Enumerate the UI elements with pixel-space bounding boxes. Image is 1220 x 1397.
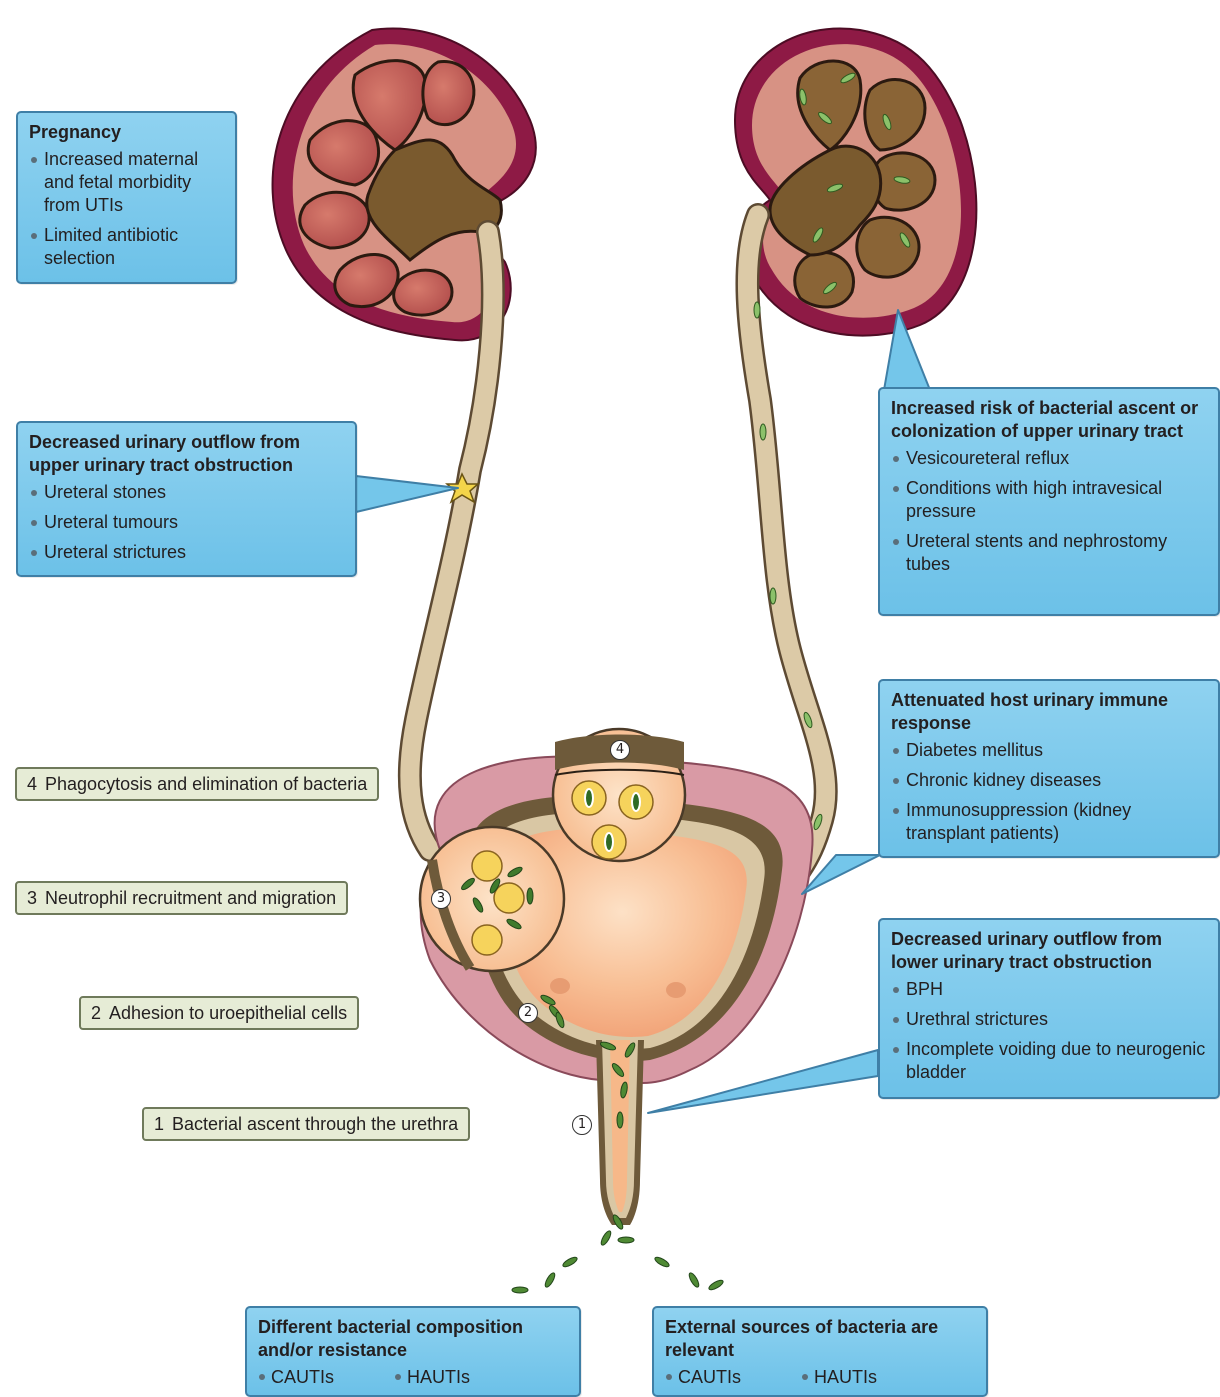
info-title: Different bacterial composition and/or r…	[258, 1316, 569, 1362]
step-label-bacterial-ascent: 1 Bacterial ascent through the urethra	[142, 1107, 470, 1141]
step-number: 1	[154, 1114, 164, 1134]
info-title: Pregnancy	[29, 121, 225, 144]
step-text: Adhesion to uroepithelial cells	[109, 1003, 347, 1023]
info-title: Increased risk of bacterial ascent or co…	[891, 397, 1208, 443]
info-title: Decreased urinary outflow from lower uri…	[891, 928, 1208, 974]
info-item: CAUTIs	[258, 1366, 334, 1388]
right-kidney	[735, 28, 976, 335]
info-item: CAUTIs	[665, 1366, 741, 1388]
info-item: Limited antibiotic selection	[29, 224, 225, 270]
step-text: Neutrophil recruitment and migration	[45, 888, 336, 908]
info-item: Ureteral tumours	[29, 511, 345, 534]
info-box-lower-obstruction: Decreased urinary outflow from lower uri…	[878, 918, 1220, 1099]
step-text: Phagocytosis and elimination of bacteria	[45, 774, 367, 794]
info-box-immune-response: Attenuated host urinary immune response …	[878, 679, 1220, 858]
info-item: Vesicoureteral reflux	[891, 447, 1208, 470]
pointer-upper-obstruction	[356, 476, 458, 512]
step-label-adhesion: 2 Adhesion to uroepithelial cells	[79, 996, 359, 1030]
info-item: Ureteral strictures	[29, 541, 345, 564]
info-item: Immunosuppression (kidney transplant pat…	[891, 799, 1208, 845]
step-label-phagocytosis: 4 Phagocytosis and elimination of bacteri…	[15, 767, 379, 801]
info-item: HAUTIs	[394, 1366, 470, 1388]
info-box-upper-obstruction: Decreased urinary outflow from upper uri…	[16, 421, 357, 577]
step-number: 3	[27, 888, 37, 908]
info-item: Chronic kidney diseases	[891, 769, 1208, 792]
info-item: Incomplete voiding due to neurogenic bla…	[891, 1038, 1208, 1084]
info-item: Ureteral stones	[29, 481, 345, 504]
step-number: 4	[27, 774, 37, 794]
info-item: Ureteral stents and nephrostomy tubes	[891, 530, 1208, 576]
step-label-neutrophil: 3 Neutrophil recruitment and migration	[15, 881, 348, 915]
info-item: Urethral strictures	[891, 1008, 1208, 1031]
marker-4: 4	[610, 740, 630, 760]
info-box-pregnancy: Pregnancy Increased maternal and fetal m…	[16, 111, 237, 284]
info-title: Decreased urinary outflow from upper uri…	[29, 431, 345, 477]
info-item: Conditions with high intravesical pressu…	[891, 477, 1208, 523]
info-item: HAUTIs	[801, 1366, 877, 1388]
info-box-bacterial-ascent: Increased risk of bacterial ascent or co…	[878, 387, 1220, 616]
info-box-external-sources: External sources of bacteria are relevan…	[652, 1306, 988, 1397]
step-text: Bacterial ascent through the urethra	[172, 1114, 458, 1134]
info-item: Diabetes mellitus	[891, 739, 1208, 762]
marker-3: 3	[431, 889, 451, 909]
info-item: BPH	[891, 978, 1208, 1001]
step-number: 2	[91, 1003, 101, 1023]
marker-2: 2	[518, 1003, 538, 1023]
info-title: Attenuated host urinary immune response	[891, 689, 1208, 735]
info-box-composition: Different bacterial composition and/or r…	[245, 1306, 581, 1397]
info-title: External sources of bacteria are relevan…	[665, 1316, 976, 1362]
info-item: Increased maternal and fetal morbidity f…	[29, 148, 225, 217]
marker-1: 1	[572, 1115, 592, 1135]
